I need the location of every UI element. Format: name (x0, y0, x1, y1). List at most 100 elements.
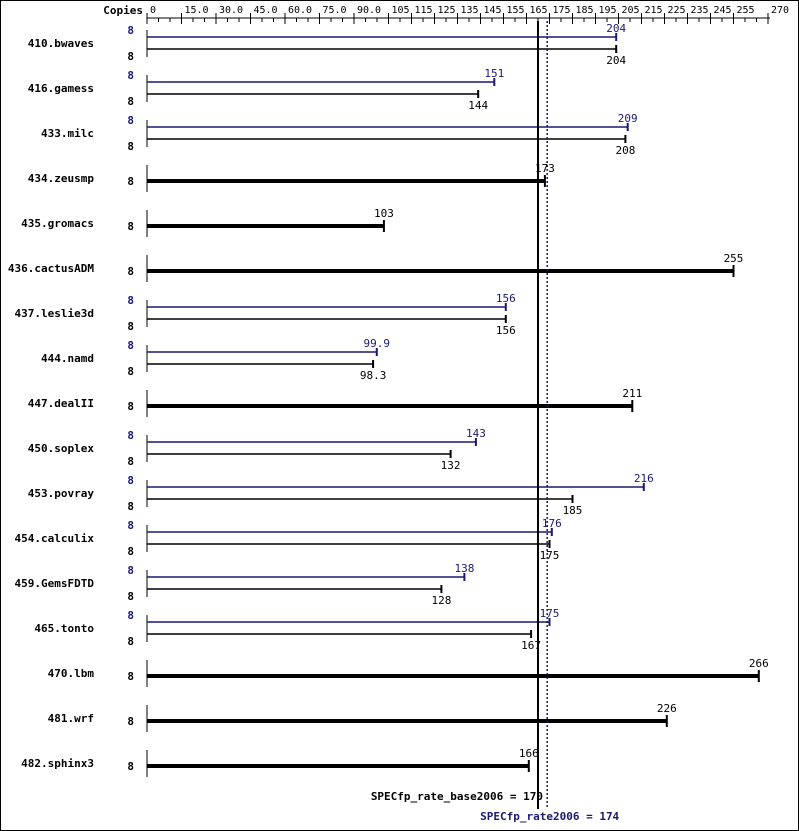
peak-copies: 8 (127, 24, 134, 37)
peak-value-label: 143 (466, 427, 486, 440)
base-value-label: 132 (441, 459, 461, 472)
peak-copies: 8 (127, 294, 134, 307)
benchmark-name: 450.soplex (28, 442, 95, 455)
base-copies: 8 (127, 715, 134, 728)
benchmark-name: 410.bwaves (28, 37, 94, 50)
peak-copies: 8 (127, 519, 134, 532)
benchmark-name: 434.zeusmp (28, 172, 95, 185)
benchmark-row: 454.calculix 8 176 8 175 (15, 517, 562, 562)
axis-tick-label: 135 (461, 5, 479, 16)
axis-tick-label: 115 (415, 5, 433, 16)
axis-tick-label: 30.0 (219, 5, 243, 16)
base-value-label: 167 (521, 639, 541, 652)
base-value-label: 175 (540, 549, 560, 562)
axis-tick-label: 145 (484, 5, 502, 16)
peak-value-label: 209 (618, 112, 638, 125)
benchmark-name: 435.gromacs (21, 217, 94, 230)
peak-mean-label: SPECfp_rate2006 = 174 (480, 810, 619, 823)
axis-tick-label: 185 (576, 5, 594, 16)
base-value-label: 266 (749, 657, 769, 670)
base-copies: 8 (127, 760, 134, 773)
benchmark-name: 482.sphinx3 (21, 757, 94, 770)
peak-value-label: 216 (634, 472, 654, 485)
axis-tick-label: 75.0 (323, 5, 347, 16)
axis-tick-label: 235 (691, 5, 709, 16)
benchmark-name: 437.leslie3d (15, 307, 94, 320)
peak-copies: 8 (127, 474, 134, 487)
benchmark-name: 444.namd (41, 352, 94, 365)
base-copies: 8 (127, 320, 134, 333)
axis-tick-label: 225 (668, 5, 686, 16)
peak-copies: 8 (127, 564, 134, 577)
base-value-label: 103 (374, 207, 394, 220)
benchmark-row: 436.cactusADM 8 255 (8, 252, 744, 282)
benchmark-row: 410.bwaves 8 204 8 204 (28, 22, 627, 67)
base-value-label: 144 (468, 99, 488, 112)
base-copies: 8 (127, 500, 134, 513)
axis-tick-label: 45.0 (254, 5, 278, 16)
benchmark-name: 436.cactusADM (8, 262, 94, 275)
summary-lines: SPECfp_rate_base2006 = 170SPECfp_rate200… (371, 21, 620, 823)
benchmark-name: 447.dealII (28, 397, 94, 410)
base-value-label: 166 (519, 747, 539, 760)
benchmark-name: 454.calculix (15, 532, 95, 545)
base-copies: 8 (127, 95, 134, 108)
base-value-label: 211 (622, 387, 642, 400)
base-value-label: 204 (606, 54, 626, 67)
peak-value-label: 204 (606, 22, 626, 35)
base-value-label: 173 (535, 162, 555, 175)
peak-value-label: 176 (542, 517, 562, 530)
base-copies: 8 (127, 400, 134, 413)
base-copies: 8 (127, 590, 134, 603)
base-value-label: 98.3 (360, 369, 387, 382)
base-copies: 8 (127, 365, 134, 378)
benchmark-name: 453.povray (28, 487, 95, 500)
benchmark-row: 447.dealII 8 211 (28, 387, 642, 417)
base-value-label: 208 (615, 144, 635, 157)
peak-value-label: 138 (454, 562, 474, 575)
base-copies: 8 (127, 455, 134, 468)
peak-value-label: 151 (484, 67, 504, 80)
base-copies: 8 (127, 140, 134, 153)
axis-tick-label: 205 (622, 5, 640, 16)
axis-tick-label: 195 (599, 5, 617, 16)
axis-tick-label: 155 (507, 5, 525, 16)
benchmark-row: 482.sphinx3 8 166 (21, 747, 539, 777)
peak-value-label: 99.9 (364, 337, 391, 350)
base-value-label: 128 (431, 594, 451, 607)
axis-tick-label: 125 (438, 5, 456, 16)
base-copies: 8 (127, 545, 134, 558)
benchmark-name: 433.milc (41, 127, 94, 140)
peak-copies: 8 (127, 339, 134, 352)
benchmark-name: 470.lbm (48, 667, 95, 680)
axis-tick-label: 0 (150, 5, 156, 16)
peak-value-label: 175 (540, 607, 560, 620)
base-copies: 8 (127, 265, 134, 278)
axis-tick-label: 165 (530, 5, 548, 16)
axis-tick-label: 105 (392, 5, 410, 16)
benchmark-row: 444.namd 8 99.9 8 98.3 (41, 337, 390, 382)
peak-copies: 8 (127, 69, 134, 82)
axis-tick-label: 270 (771, 5, 789, 16)
base-value-label: 255 (724, 252, 744, 265)
axis-tick-label: 175 (553, 5, 571, 16)
benchmark-name: 481.wrf (48, 712, 94, 725)
base-mean-label: SPECfp_rate_base2006 = 170 (371, 790, 543, 803)
base-copies: 8 (127, 50, 134, 63)
peak-value-label: 156 (496, 292, 516, 305)
